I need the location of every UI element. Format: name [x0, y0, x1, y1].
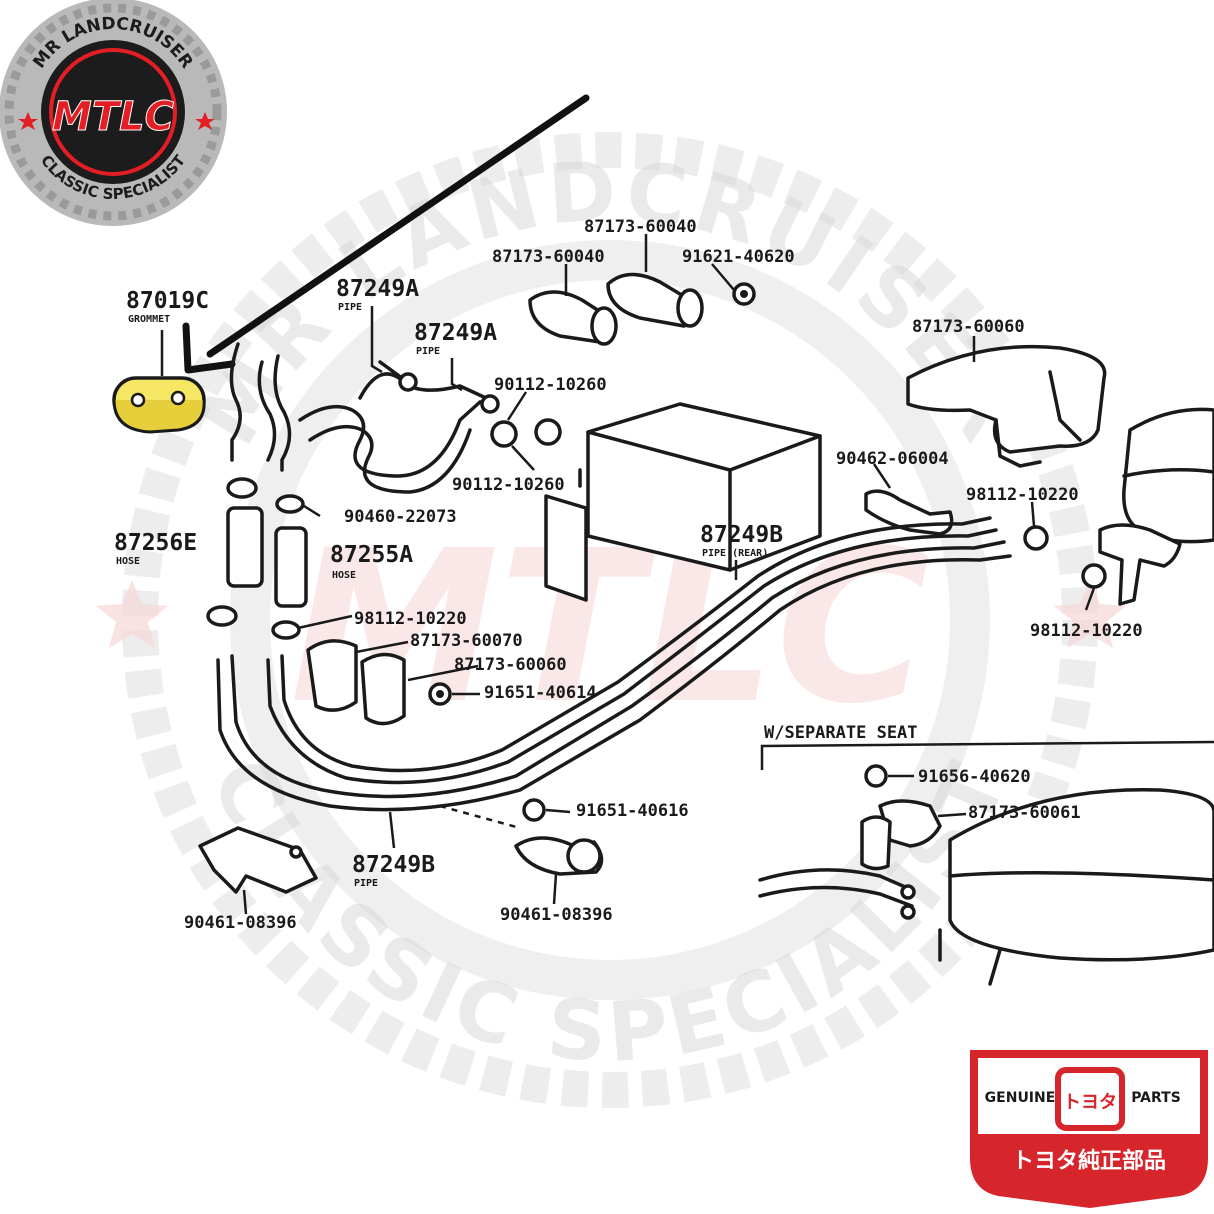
label-91656-40620: 91656-40620	[918, 767, 1031, 787]
part-labels: 87019C GROMMET 87249A PIPE 87249A PIPE 8…	[114, 217, 1143, 933]
badge-star-left	[18, 112, 38, 130]
label-87173-60060-top: 87173-60060	[912, 317, 1025, 337]
label-90462-06004: 90462-06004	[836, 449, 949, 469]
mtlc-badge: MR LANDCRUISER CLASSIC SPECIALIST MTLC	[0, 0, 227, 226]
bottom-brackets	[198, 798, 604, 894]
grommet-highlighted	[112, 376, 206, 434]
label-87173-60060-mid: 87173-60060	[454, 655, 567, 675]
leader-lines	[160, 234, 1096, 915]
label-98112-10220-r2: 98112-10220	[1030, 621, 1143, 641]
label-90461-08396-a: 90461-08396	[184, 913, 297, 933]
label-91651-40616: 91651-40616	[576, 801, 689, 821]
label-90460-22073: 90460-22073	[344, 507, 457, 527]
right-duct	[864, 344, 1214, 606]
toyota-mark-text: トヨタ	[1063, 1092, 1117, 1113]
label-87249A-2-sub: PIPE	[416, 346, 440, 357]
watermark-star-right	[1054, 580, 1126, 648]
label-87173-60040-a: 87173-60040	[492, 247, 605, 267]
label-87256E: 87256E	[114, 530, 197, 556]
label-90112-10260-b: 90112-10260	[452, 475, 565, 495]
genuine-right-text: PARTS	[1131, 1090, 1181, 1106]
label-90112-10260-a: 90112-10260	[494, 375, 607, 395]
toyota-mark	[1055, 1067, 1125, 1131]
label-87249B: 87249B	[700, 522, 783, 548]
top-clamps	[490, 272, 756, 448]
label-91621-40620: 91621-40620	[682, 247, 795, 267]
separate-seat-inset	[758, 740, 1214, 986]
label-87255A: 87255A	[330, 542, 413, 568]
main-pipes	[216, 516, 1012, 830]
badge-star-right	[195, 112, 215, 130]
label-87249A-1-sub: PIPE	[338, 302, 362, 313]
label-87249B-sub: PIPE (REAR)	[702, 548, 768, 559]
label-separate-seat: W/SEPARATE SEAT	[764, 723, 918, 743]
label-87173-60061: 87173-60061	[968, 803, 1081, 823]
label-87019C: 87019C	[126, 288, 209, 314]
label-98112-10220-r1: 98112-10220	[966, 485, 1079, 505]
left-hoses	[206, 477, 452, 726]
badge-logo: MTLC	[52, 94, 174, 140]
genuine-japanese-text: トヨタ純正部品	[1012, 1148, 1166, 1174]
label-87255A-sub: HOSE	[332, 570, 356, 581]
heater-unit	[544, 402, 822, 602]
label-98112-10220-c: 98112-10220	[354, 609, 467, 629]
pointer-arrow	[182, 94, 590, 374]
front-pipes	[229, 342, 500, 494]
label-90461-08396-b: 90461-08396	[500, 905, 613, 925]
label-87249B-2-sub: PIPE	[354, 878, 378, 889]
label-87173-60040-b: 87173-60040	[584, 217, 697, 237]
watermark-star-left	[96, 580, 168, 648]
label-87249A-1: 87249A	[336, 276, 419, 302]
genuine-parts-badge: GENUINE PARTS トヨタ トヨタ純正部品	[970, 1050, 1208, 1208]
genuine-left-text: GENUINE	[985, 1090, 1056, 1106]
label-87019C-sub: GROMMET	[128, 314, 170, 325]
label-87249B-2: 87249B	[352, 852, 435, 878]
label-87173-60070: 87173-60070	[410, 631, 523, 651]
label-91651-40614: 91651-40614	[484, 683, 597, 703]
label-87256E-sub: HOSE	[116, 556, 140, 567]
label-87249A-2: 87249A	[414, 320, 497, 346]
